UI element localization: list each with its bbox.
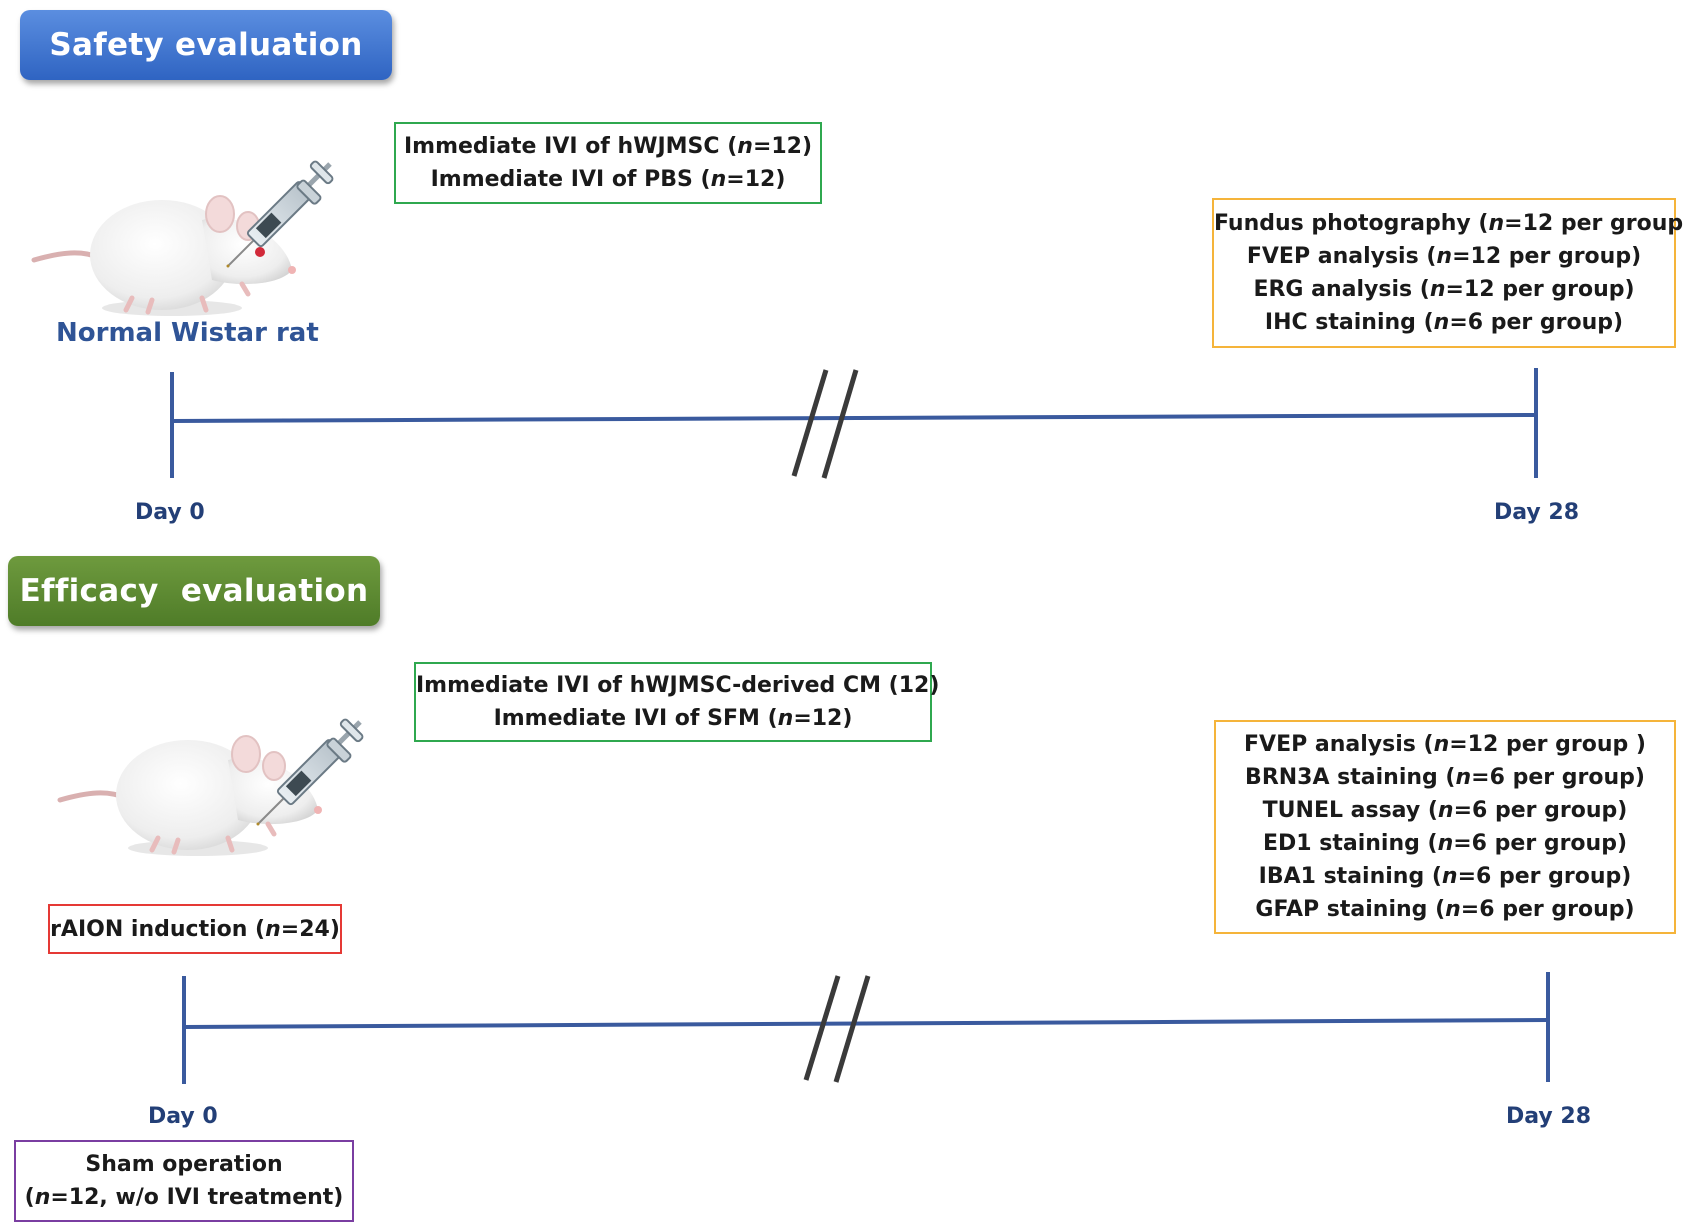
safety-outcome-item: ERG analysis (n=12 per group) [1253,277,1635,302]
safety-day-end: Day 28 [1494,500,1580,525]
induction-label: rAION induction (n=24) [50,916,340,942]
safety-outcome-item: FVEP analysis (n=12 per group) [1246,244,1642,269]
efficacy-outcome-item: FVEP analysis (n=12 per group ) [1244,732,1646,757]
safety-treatment-box: Immediate IVI of hWJMSC (n=12) Immediate… [394,122,822,204]
safety-rat-label: Normal Wistar rat [56,318,319,348]
efficacy-outcome-item: GFAP staining (n=6 per group) [1255,897,1635,922]
safety-day-start: Day 0 [135,500,205,525]
timeline-break-icon [791,369,859,479]
safety-outcome-item: IHC staining (n=6 per group) [1264,310,1624,335]
efficacy-title-badge: Efficacy evaluation [8,556,380,626]
sham-line: (n=12, w/o IVI treatment) [24,1185,344,1210]
efficacy-day-start: Day 0 [148,1104,218,1129]
efficacy-treatment-line: Immediate IVI of hWJMSC-derived CM (12) [416,673,940,698]
efficacy-treatment-line: Immediate IVI of SFM (n=12) [493,706,853,731]
efficacy-outcome-item: IBA1 staining (n=6 per group) [1258,864,1632,889]
safety-title: Safety evaluation [49,27,363,63]
efficacy-title: Efficacy evaluation [19,573,369,609]
safety-treatment-line: Immediate IVI of hWJMSC (n=12) [403,134,813,159]
safety-timeline [170,368,1538,478]
efficacy-outcomes-box: FVEP analysis (n=12 per group ) BRN3A st… [1214,720,1676,934]
efficacy-day-end: Day 28 [1506,1104,1592,1129]
safety-treatment-line: Immediate IVI of PBS (n=12) [430,167,786,192]
efficacy-timeline [182,972,1550,1084]
efficacy-outcome-item: ED1 staining (n=6 per group) [1262,831,1628,856]
induction-box: rAION induction (n=24) [48,904,342,954]
sham-line: Sham operation [85,1152,283,1177]
efficacy-treatment-box: Immediate IVI of hWJMSC-derived CM (12) … [414,662,940,742]
safety-outcome-item: Fundus photography (n=12 per group) [1214,211,1684,236]
safety-outcomes-box: Fundus photography (n=12 per group) FVEP… [1212,198,1684,348]
timeline-break-icon [803,975,871,1083]
efficacy-outcome-item: TUNEL assay (n=6 per group) [1262,798,1628,823]
rat-icon [34,196,296,316]
efficacy-outcome-item: BRN3A staining (n=6 per group) [1245,765,1645,790]
safety-title-badge: Safety evaluation [20,10,392,80]
sham-box: Sham operation (n=12, w/o IVI treatment) [14,1140,354,1222]
